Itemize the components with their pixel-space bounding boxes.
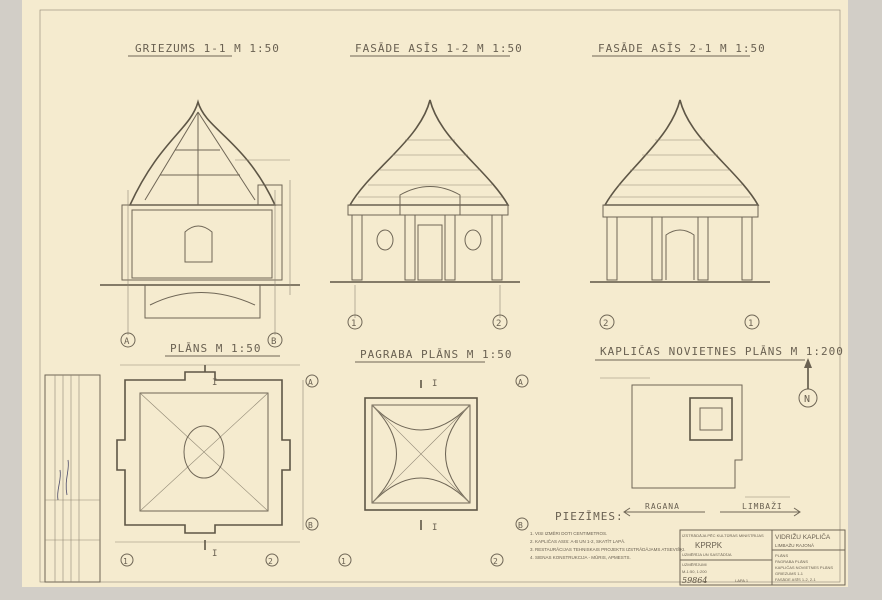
road-ragana: RAGANA [645,502,680,511]
sheet-number: LAPA 1 [735,578,749,583]
section-marker: I [212,378,218,388]
axis-label: 1 [748,319,754,329]
contents-line: KAPLIČAS NOVIETNES PLĀNS [775,565,833,570]
notes-title: PIEZĪMES: [555,510,624,523]
section-marker: I [432,523,438,533]
section-marker: I [212,549,218,559]
section-title: GRIEZUMS 1-1 M 1:50 [135,42,280,55]
district: LIMBAŽU RAJONĀ [775,541,814,548]
axis-label: 1 [351,319,357,329]
axis-label: B [308,521,314,530]
axis-label: B [271,337,277,347]
site-plan-drawing: N RAGANA LIMBAŽI [600,358,818,517]
plan-title: PLĀNS M 1:50 [170,342,261,355]
road-limbazi: LIMBAŽI [742,500,783,511]
note-item: 2. KAPLIČAS ASIS: A-B UN 1-2, SKATĪT LAP… [530,538,625,544]
contents-line: GRIEZUMS 1-1 [775,571,804,576]
facade-21-drawing: 2 1 [590,99,770,330]
axis-label: 2 [496,319,502,329]
contents-line: FASĀDE ASĪS 1-2, 2-1 [775,577,816,582]
title-block: IZSTRĀDĀJA PĒC KULTŪRAS MINISTRIJAS KPRP… [679,529,846,586]
axis-label: 1 [341,557,347,566]
drawing-number: 59864 [682,576,707,585]
drafted-by: UZMĒRĪJA UN SASTĀDĪJA [682,552,732,557]
plan-drawing: I I A B 1 2 [99,364,319,567]
contents-line: PAGRABA PLĀNS [775,559,808,564]
view-titles: GRIEZUMS 1-1 M 1:50 FASĀDE ASĪS 1-2 M 1:… [128,42,844,523]
axis-label: 2 [603,319,609,329]
basement-plan-drawing: I I A B 1 2 [338,374,529,567]
axis-label: A [308,378,314,387]
facade-12-drawing: 1 2 [330,99,520,330]
section-axes: A B [120,332,283,348]
axis-label: 2 [493,557,499,566]
basement-title: PAGRABA PLĀNS M 1:50 [360,348,512,361]
section-marker: I [432,379,438,389]
note-item: 3. RESTAURĀCIJAS TEHNISKAIS PROJEKTS IZS… [530,546,686,552]
axis-label: 1 [123,557,129,566]
contents-line: PLĀNS [775,553,788,558]
scale-code: M-1:50, 1:200 [682,569,707,574]
axis-label: A [518,378,524,387]
section-drawing [100,99,300,335]
sheet-border [39,9,841,583]
paper [22,0,848,587]
object-name: VIDRIŽU KAPLIČA [775,532,831,541]
axis-label: 2 [268,557,274,566]
org-label: IZSTRĀDĀJA PĒC KULTŪRAS MINISTRIJAS [682,533,764,538]
facade-21-title: FASĀDE ASĪS 2-1 M 1:50 [598,42,766,55]
stage: UZMĒRĪJUMI [682,562,707,567]
org-name: KPRPK [695,541,723,550]
note-item: 4. SIENAS KONSTRUKCIJA - MŪRIS, APMESTS. [530,554,631,560]
facade-12-title: FASĀDE ASĪS 1-2 M 1:50 [355,42,523,55]
axis-label: A [124,337,130,347]
axis-label: B [518,521,524,530]
notes: 1. VISI IZMĒRI DOTI CENTIMETROS. 2. KAPL… [530,530,686,560]
note-item: 1. VISI IZMĒRI DOTI CENTIMETROS. [530,530,607,536]
revision-strip [44,374,101,583]
north-arrow-label: N [804,394,811,405]
site-title: KAPLIČAS NOVIETNES PLĀNS M 1:200 [600,345,844,358]
